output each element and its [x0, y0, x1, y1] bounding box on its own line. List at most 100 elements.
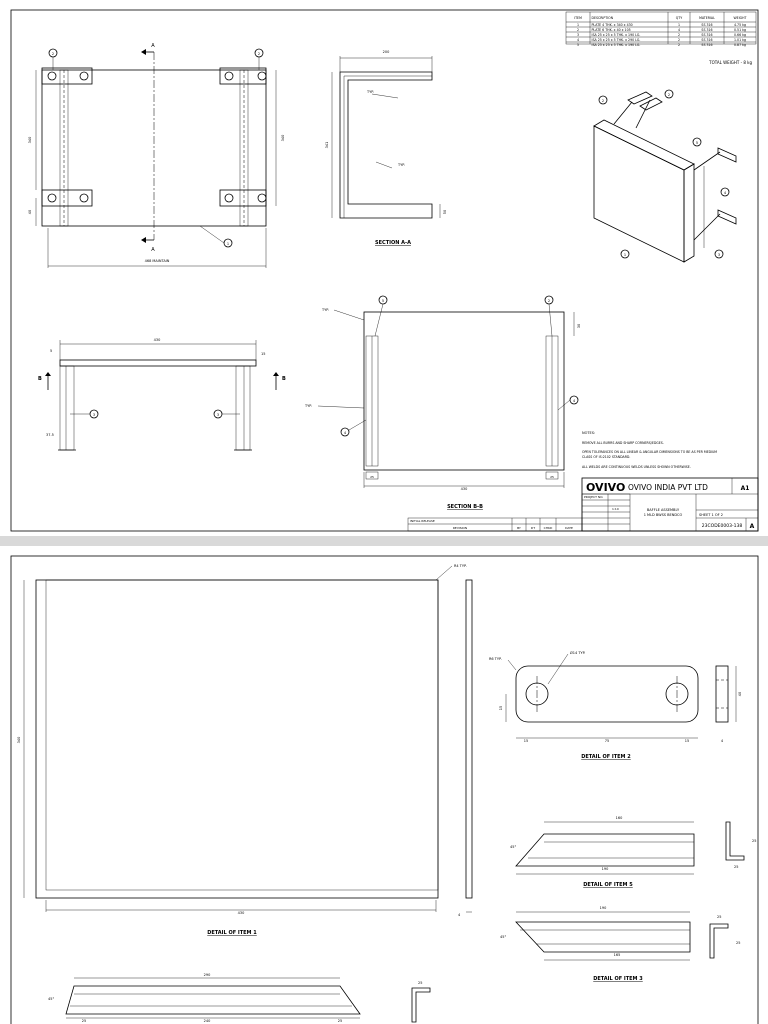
bom-cell: SS 316: [701, 43, 712, 47]
detail-item-4-drawing: [65, 977, 431, 1023]
sheet-1-canvas: ITEM DESCRIPTION QTY MATERIAL WEIGHT 1 PLATE 4…: [10, 9, 759, 532]
item3-dim-top: 190: [600, 906, 607, 910]
side-view: [45, 340, 279, 451]
section-b-typ-2: TYP.: [304, 404, 312, 408]
iso-balloon-3: 3: [718, 253, 720, 257]
bom-cell: 3: [577, 33, 579, 37]
dim-side-left: 5: [50, 349, 52, 353]
sheet-number: SHEET 1 OF 2: [699, 513, 723, 517]
section-marker-b-left: B: [38, 376, 42, 382]
bom-cell: SS 316: [701, 33, 712, 37]
bom-cell: 2: [678, 33, 680, 37]
item3-dim-bottom: 165: [614, 953, 621, 957]
revision-header: REVISION: [453, 526, 467, 530]
item4-dim-right: 25: [338, 1019, 342, 1023]
bom-header-cell: ITEM: [574, 16, 582, 20]
bom-cell: 0.66 kg: [734, 33, 746, 37]
item4-angle: 45°: [48, 997, 54, 1001]
detail-item-5-drawing: [515, 821, 745, 875]
drawing-title-line-2: 1 MLD BWSS BENDCO: [644, 513, 683, 517]
dim-section-height: 341: [325, 142, 329, 149]
sheet-size: A1: [741, 485, 750, 492]
bom-cell: SS 316: [701, 23, 712, 27]
iso-balloon-4: 4: [724, 191, 727, 195]
item1-radius-note: R4 TYP.: [454, 564, 467, 568]
dim-lug-offset: 40: [28, 210, 32, 214]
weld-typ-label-2: TYP.: [397, 163, 405, 167]
isometric-view: [593, 89, 737, 263]
bom-cell: 1: [577, 23, 579, 27]
sheet-border: [10, 9, 759, 532]
section-b-typ-1: TYP.: [321, 308, 329, 312]
bill-of-materials: ITEM DESCRIPTION QTY MATERIAL WEIGHT 1 PLATE 4…: [565, 11, 757, 47]
detail-item-1-drawing: [23, 565, 473, 913]
dim-section-b-width: 430: [461, 487, 468, 491]
balloon-item-2-right: 2: [258, 52, 260, 56]
revision-date: DATE: [565, 526, 573, 530]
bom-frame: [565, 11, 757, 45]
item5-dim-bottom: 190: [602, 867, 609, 871]
bom-header-cell: QTY: [676, 16, 682, 20]
item5-leg-2: 25: [734, 865, 738, 869]
bom-cell: ISA 25 x 25 x 5 THK. x 190 LG.: [592, 43, 641, 47]
front-view: [35, 48, 277, 268]
company-logo: OVIVO: [586, 481, 625, 494]
bom-header-cell: DESCRIPTION: [592, 16, 614, 20]
item2-dim-centers: 75: [605, 739, 609, 743]
section-a-a-title: SECTION A-A: [375, 240, 411, 246]
balloon-item-1: 1: [227, 242, 229, 246]
section-marker-a-bottom: A: [151, 247, 155, 253]
revision-letter: A: [750, 523, 755, 530]
title-block: [407, 477, 759, 532]
bom-cell: ISA 25 x 25 x 5 THK. x 290 LG.: [592, 38, 641, 42]
bom-cell: SS 316: [701, 38, 712, 42]
item3-leg-2: 25: [736, 941, 740, 945]
bom-cell: PLATE 4 THK. x 340 x 430: [592, 23, 633, 27]
item3-leg-1: 25: [717, 915, 721, 919]
revision-row: INITIAL RELEASE: [410, 519, 435, 523]
section-marker-a-top: A: [151, 43, 155, 49]
iso-balloon-1: 1: [624, 253, 626, 257]
section-b-b-view: [317, 295, 579, 488]
scale-value: 1:10: [612, 507, 619, 511]
bom-cell: 4: [678, 28, 680, 32]
bom-cell: SS 316: [701, 28, 712, 32]
item2-dim-height: 40: [738, 692, 742, 696]
balloon-item-2-left: 2: [52, 52, 54, 56]
item2-dim-edge-left: 15: [524, 739, 528, 743]
item2-hole-note: Ø14 TYP.: [570, 650, 585, 655]
note-1: REMOVE ALL BURRS AND SHARP CORNERS/EDGES…: [582, 441, 664, 445]
item1-dim-width: 430: [238, 911, 245, 915]
item2-title: DETAIL OF ITEM 2: [581, 754, 631, 760]
bom-cell: 4: [577, 38, 579, 42]
detail-item-3-drawing: [515, 911, 729, 961]
bom-cell: 2: [678, 43, 680, 47]
item2-radius-note: R6 TYP.: [489, 657, 502, 661]
detail-item-2-drawing: [505, 653, 737, 739]
bom-cell: 5: [577, 43, 579, 47]
bom-cell: 2: [577, 28, 579, 32]
sheet-2-border: [10, 555, 759, 1024]
notes-heading: NOTES:: [582, 431, 595, 435]
dim-section-b-right: 25: [550, 475, 554, 479]
iso-balloon-2b: 2: [668, 93, 670, 97]
item2-dim-edge-right: 15: [685, 739, 689, 743]
bom-header-cell: MATERIAL: [699, 16, 715, 20]
item1-dim-thickness: 4: [458, 913, 461, 917]
section-b-balloon-5: 5: [382, 299, 384, 303]
bom-cell: 4.75 kg: [734, 23, 746, 27]
dim-height-left: 340: [28, 137, 32, 144]
total-weight: TOTAL WEIGHT - 8 kg: [708, 60, 752, 65]
drawing-title-line-1: BAFFLE ASSEMBLY: [647, 508, 680, 512]
note-3: ALL WELDS ARE CONTINUOUS WELDS UNLESS SH…: [582, 465, 691, 469]
bom-header-cell: WEIGHT: [734, 16, 747, 20]
item5-angle: 45°: [510, 845, 516, 849]
dim-side-bottom: 37.5: [46, 433, 54, 437]
item4-dim-left: 25: [82, 1019, 86, 1023]
side-balloon-3a: 3: [93, 413, 95, 417]
note-2: OPEN TOLERANCES ON ALL LINEAR & ANGULAR …: [582, 450, 717, 459]
dim-section-width: 200: [383, 50, 390, 54]
section-b-balloon-4b: 4: [344, 431, 347, 435]
sheet-2-canvas: 430 340 4 R4 TYP. DETAIL OF ITEM 1 15 75…: [10, 555, 759, 1024]
iso-balloon-2a: 2: [602, 99, 604, 103]
